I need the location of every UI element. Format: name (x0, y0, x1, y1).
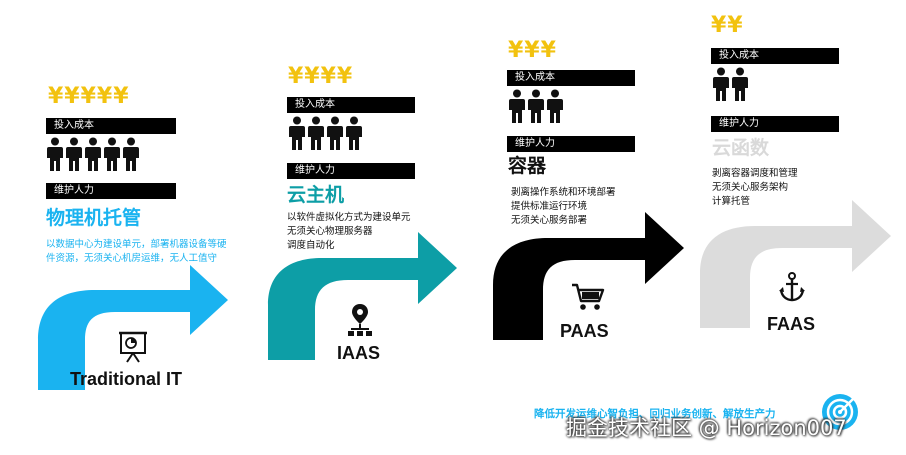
stage-title-paas: 容器 (508, 155, 547, 177)
cost-bar-traditional: 投入成本 (46, 118, 176, 134)
stage-desc-iaas: 以软件虚拟化方式为建设单元 无须关心物理服务器 调度自动化 (287, 211, 411, 253)
desc-line: 无须关心服务架构 (712, 182, 789, 193)
person-icon (104, 137, 120, 171)
desc-line: 无须关心物理服务器 (287, 226, 373, 237)
person-icon (123, 137, 139, 171)
network-location-icon (348, 303, 372, 341)
people-paas (509, 89, 563, 123)
shopping-cart-icon (571, 282, 605, 316)
cost-yen-traditional: ¥¥¥¥¥ (48, 84, 130, 109)
stage-title-traditional: 物理机托管 (46, 207, 142, 229)
person-icon (85, 137, 101, 171)
stage-desc-paas: 剥离操作系统和环境部署 提供标准运行环境 无须关心服务部署 (511, 186, 616, 228)
stage-label-paas: PAAS (560, 321, 609, 341)
cost-bar-paas: 投入成本 (507, 70, 635, 86)
maint-bar-traditional: 维护人力 (46, 183, 176, 199)
desc-line: 计算托管 (712, 196, 751, 207)
desc-line: 提供标准运行环境 (511, 201, 588, 212)
stage-title-faas: 云函数 (712, 137, 770, 159)
target-arrow-icon (820, 392, 860, 436)
watermark: 掘金技术社区 @ Horizon007 (566, 416, 847, 440)
stage-title-iaas: 云主机 (287, 184, 345, 206)
cost-bar-faas: 投入成本 (711, 48, 839, 64)
desc-line: 剥离操作系统和环境部署 (511, 187, 616, 198)
maint-bar-iaas: 维护人力 (287, 163, 415, 179)
stage-desc-traditional: 以数据中心为建设单元，部署机器设备等硬 件资源，无须关心机房运维，无人工值守 (46, 238, 236, 266)
people-iaas (289, 116, 362, 150)
desc-line: 件资源，无须关心机房运维，无人工值守 (46, 253, 218, 264)
maint-bar-paas: 维护人力 (507, 136, 635, 152)
people-faas (713, 67, 748, 101)
cost-yen-paas: ¥¥¥ (508, 38, 557, 63)
cost-yen-iaas: ¥¥¥¥ (288, 64, 354, 89)
presentation-board-icon (118, 330, 148, 368)
stage-label-iaas: IAAS (337, 343, 381, 363)
cost-yen-faas: ¥¥ (711, 13, 744, 38)
person-icon (732, 67, 748, 101)
desc-line: 以软件虚拟化方式为建设单元 (287, 212, 411, 223)
stage-label-traditional: Traditional IT (70, 369, 183, 389)
desc-line: 以数据中心为建设单元，部署机器设备等硬 (46, 239, 227, 250)
footer-slogan: 降低开发运维心智负担、回归业务创新、解放生产力 (534, 408, 776, 420)
anchor-icon (779, 272, 805, 306)
cost-bar-iaas: 投入成本 (287, 97, 415, 113)
person-icon (308, 116, 324, 150)
person-icon (327, 116, 343, 150)
desc-line: 剥离容器调度和管理 (712, 168, 798, 179)
maint-bar-faas: 维护人力 (711, 116, 839, 132)
stage-label-faas: FAAS (767, 314, 816, 334)
arrow-paas (493, 212, 684, 340)
person-icon (66, 137, 82, 171)
arrow-traditional (38, 265, 228, 390)
stage-desc-faas: 剥离容器调度和管理 无须关心服务架构 计算托管 (712, 167, 798, 209)
person-icon (346, 116, 362, 150)
desc-line: 无须关心服务部署 (511, 215, 588, 226)
desc-line: 调度自动化 (287, 240, 335, 251)
person-icon (509, 89, 525, 123)
person-icon (289, 116, 305, 150)
person-icon (713, 67, 729, 101)
person-icon (47, 137, 63, 171)
arrow-iaas (268, 232, 457, 360)
person-icon (528, 89, 544, 123)
arrow-faas (700, 200, 891, 328)
person-icon (547, 89, 563, 123)
people-traditional (47, 137, 139, 171)
